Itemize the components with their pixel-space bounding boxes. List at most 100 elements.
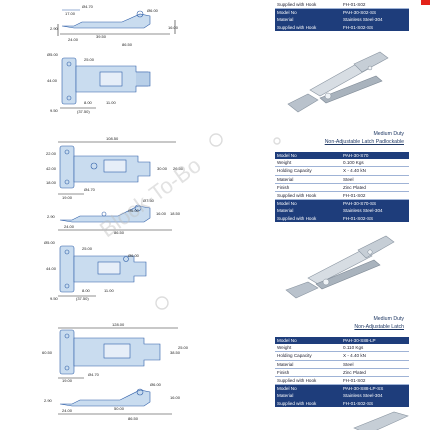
- spec-key: Material: [275, 16, 341, 24]
- product-photo-3-partial: [353, 411, 409, 430]
- spec-key: Model No: [275, 199, 341, 208]
- spec-key: Model No: [275, 8, 341, 17]
- spec-value: FH-01-S02: [341, 376, 409, 386]
- dim-label: Ø5.00: [47, 52, 59, 57]
- section-subtitle: Non-Adjustable Latch: [354, 324, 404, 330]
- dim-label: 24.00: [62, 408, 73, 413]
- dim-label: Ø5.00: [44, 240, 56, 245]
- dim-label: Ø6.00: [150, 382, 162, 387]
- dim-label: 11.00: [104, 288, 114, 293]
- dim-label: 24.00: [64, 224, 75, 229]
- spec-value: FH-01-S02-SS: [341, 214, 409, 222]
- watermark-circles: [155, 133, 281, 310]
- spec-key: Model No: [275, 152, 341, 160]
- dim-label: 2.90: [50, 26, 59, 31]
- spec-value: FH-01-S02-SS: [341, 23, 409, 31]
- spec-value: Zinc Plated: [341, 183, 409, 193]
- drawing-5-top: [58, 245, 147, 297]
- dim-label: 16.00: [170, 395, 181, 400]
- dim-label: 128.00: [112, 322, 125, 327]
- drawing-6-top: [58, 327, 178, 379]
- spec-key: Weight: [275, 159, 341, 168]
- corner-tab: [421, 0, 430, 5]
- dim-label: 30.00: [157, 166, 168, 171]
- dim-label: 60.50: [42, 350, 53, 355]
- dim-label: Ø4.70: [88, 372, 100, 377]
- spec-key: Model No: [275, 337, 341, 345]
- spec-value: PAH-30-S70-SS: [341, 199, 409, 208]
- dim-label: 38.50: [170, 350, 181, 355]
- dim-label: 50.00: [114, 406, 125, 411]
- dim-label: Ø6.00: [147, 8, 159, 13]
- dim-label: Ø6.00: [128, 253, 140, 258]
- section-subtitle: Non-Adjustable Latch Padlockable: [324, 139, 404, 145]
- spec-key: Supplied with Hook: [275, 376, 341, 386]
- section-title: Medium Duty: [373, 316, 404, 322]
- spec-key: Material: [275, 392, 341, 400]
- spec-key: Material: [275, 360, 341, 369]
- dim-label: 25.00: [178, 345, 189, 350]
- dim-label: 44.00: [46, 266, 57, 271]
- product-photo-2: [285, 235, 395, 299]
- dim-label: 26.50: [173, 166, 184, 171]
- drawing-7-side: [58, 388, 172, 415]
- spec-value: Steel: [341, 360, 409, 369]
- dim-label: 25.00: [82, 246, 93, 251]
- dim-label: 9.50: [50, 296, 59, 301]
- spec-key: Weight: [275, 344, 341, 353]
- dim-label: (37.50): [76, 296, 89, 301]
- dim-label: 18.50: [170, 211, 181, 216]
- dim-label: 22.00: [46, 151, 57, 156]
- spec-key: Holding Capacity: [275, 351, 341, 361]
- spec-value: Steel: [341, 175, 409, 184]
- dim-label: 8.00: [82, 288, 91, 293]
- dim-label: 16.00: [156, 211, 167, 216]
- spec-key: Supplied with Hook: [275, 1, 341, 10]
- spec-key: Finish: [275, 183, 341, 193]
- spec-value: Stainless Steel-304: [341, 392, 409, 400]
- spec-value: PAH-30-S70: [341, 152, 409, 160]
- dim-label: 25.00: [84, 57, 95, 62]
- dim-label: 44.00: [47, 78, 58, 83]
- dim-label: 86.50: [122, 42, 133, 47]
- dim-label: 8.00: [84, 100, 93, 105]
- section-title: Medium Duty: [373, 131, 404, 137]
- drawing-1-side: [57, 9, 176, 36]
- dim-label: 39.50: [96, 34, 107, 39]
- spec-key: Model No: [275, 384, 341, 393]
- spec-value: Stainless Steel-304: [341, 16, 409, 24]
- dim-label: 86.50: [114, 230, 125, 235]
- spec-value: X - 4.40 kN: [341, 351, 409, 361]
- drawing-3-top: [58, 141, 176, 195]
- dim-label: 86.50: [128, 416, 139, 421]
- dim-label: 17.00: [65, 11, 76, 16]
- drawing-4-side: [58, 204, 172, 231]
- spec-value: FH-01-S02: [341, 191, 409, 201]
- spec-key: Material: [275, 175, 341, 184]
- spec-value: FH-01-S02-SS: [341, 399, 409, 407]
- spec-value: 0.100 Kgs: [341, 159, 409, 168]
- drawing-2-top: [60, 57, 151, 109]
- dim-label: 19.00: [62, 378, 73, 383]
- spec-value: 0.110 Kgs: [341, 344, 409, 353]
- dim-label: Ø7.50: [143, 198, 155, 203]
- spec-value: PAH-30-S88-LP-SS: [341, 384, 409, 393]
